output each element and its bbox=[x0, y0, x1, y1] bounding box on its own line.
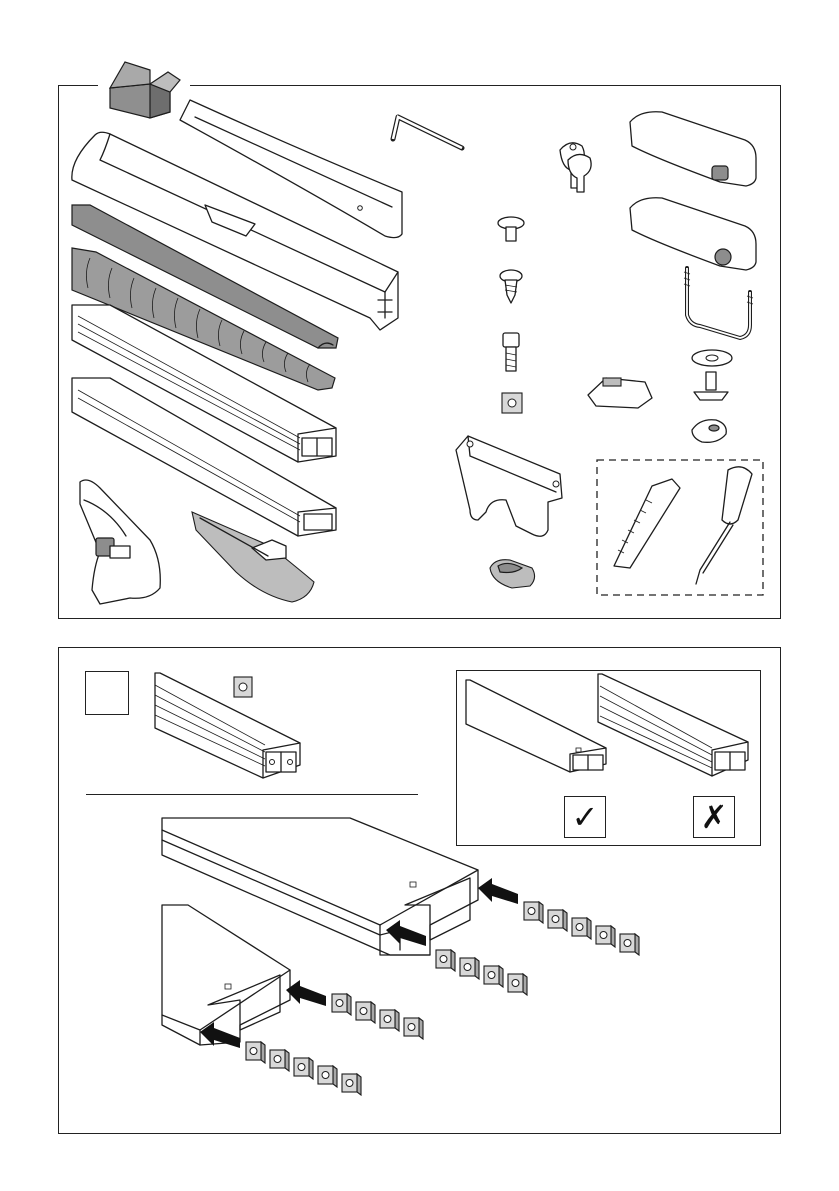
square-nut-icon bbox=[270, 1050, 289, 1071]
inset-bar-correct-icon bbox=[466, 680, 606, 772]
square-nut-icon bbox=[460, 958, 479, 979]
step-bar-icon bbox=[155, 673, 300, 778]
square-nut-icon bbox=[356, 1002, 375, 1023]
square-nut-icon bbox=[596, 926, 615, 947]
square-nut-icon bbox=[620, 934, 639, 955]
square-nut-icon bbox=[524, 902, 543, 923]
square-nut-icon bbox=[380, 1010, 399, 1031]
large-bar-2-icon bbox=[162, 905, 290, 1045]
step-nut-icon bbox=[234, 677, 252, 697]
square-nut-icon bbox=[404, 1018, 423, 1039]
square-nut-icon bbox=[484, 966, 503, 987]
square-nut-icon bbox=[548, 910, 567, 931]
square-nut-icon bbox=[332, 994, 351, 1015]
inset-bar-wrong-icon bbox=[598, 674, 748, 776]
square-nut-icon bbox=[572, 918, 591, 939]
square-nut-icon bbox=[508, 974, 527, 995]
square-nut-icon bbox=[342, 1074, 361, 1095]
square-nut-icon bbox=[246, 1042, 265, 1063]
square-nut-icon bbox=[436, 950, 455, 971]
square-nut-icon bbox=[318, 1066, 337, 1087]
square-nut-icon bbox=[294, 1058, 313, 1079]
